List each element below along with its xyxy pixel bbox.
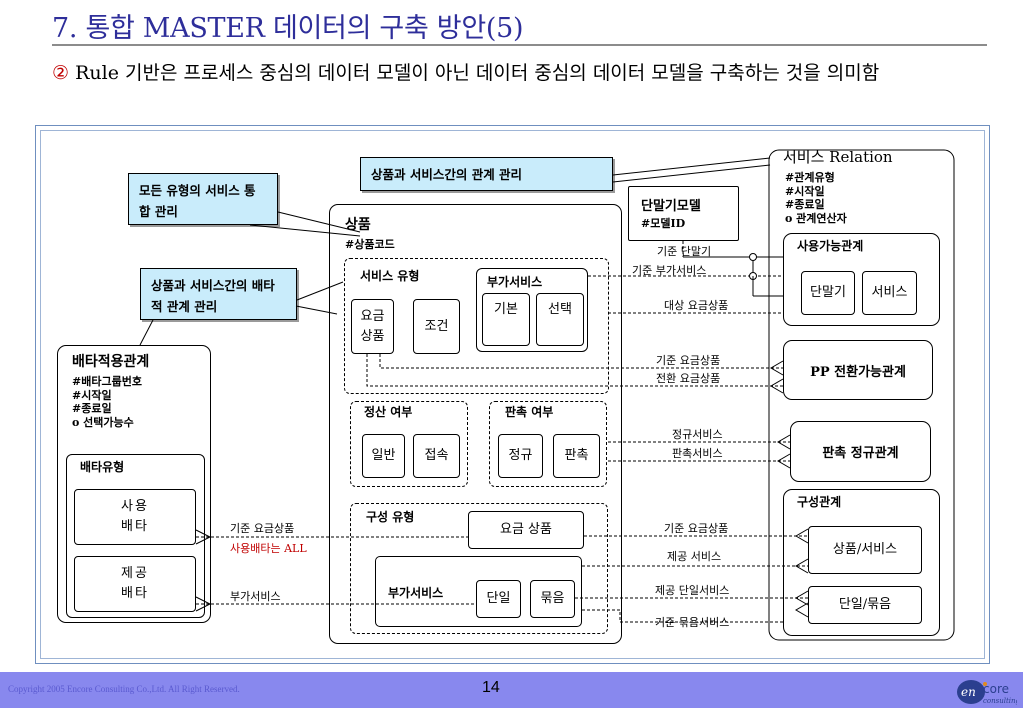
svg-text:consulting: consulting [983, 697, 1017, 705]
promotion-regular-box: 정규 [498, 434, 543, 478]
available-service-box: 서비스 [862, 271, 917, 315]
link-base-rate-comp: 기준 요금상품 [664, 522, 729, 535]
page-number: 14 [482, 679, 500, 696]
product-attr: #상품코드 [345, 238, 395, 251]
condition-box: 조건 [413, 299, 460, 354]
single-bundle-box: 단일/묶음 [808, 586, 922, 624]
promotion-title: 판촉 여부 [505, 405, 554, 419]
product-service-box: 상품/서비스 [808, 526, 922, 574]
composition-bundle-box: 묶음 [530, 580, 575, 618]
link-promo-service: 판촉서비스 [672, 447, 723, 460]
composition-rate-product-box: 요금 상품 [468, 511, 584, 549]
service-type-group [344, 258, 609, 394]
addon-select-box: 선택 [536, 293, 584, 346]
link-base-rate-pp: 기준 요금상품 [656, 354, 721, 367]
slide-title: 7. 통합 MASTER 데이터의 구축 방안(5) [52, 13, 524, 44]
link-provide-service: 제공 서비스 [667, 550, 722, 563]
rate-product-box: 요금 상품 [351, 299, 394, 354]
title-divider [52, 44, 987, 46]
available-terminal-box: 단말기 [801, 271, 855, 315]
callout-service-integration: 모든 유형의 서비스 통합 관리 [128, 173, 278, 225]
link-regular-service: 정규서비스 [672, 428, 723, 441]
subtitle-text: Rule 기반은 프로세스 중심의 데이터 모델이 아닌 데이터 중심의 데이터… [69, 62, 880, 84]
diagram-inner-frame [40, 130, 985, 659]
settlement-access-box: 접속 [413, 434, 460, 478]
exclusive-relation-title: 배타적용관계 [72, 354, 150, 370]
terminal-model-entity: 단말기모델 #모델ID [628, 186, 739, 241]
addon-basic-box: 기본 [482, 293, 530, 346]
provide-exclusive-box: 제공 배타 [74, 556, 196, 612]
settlement-title: 정산 여부 [364, 405, 413, 419]
terminal-model-title: 단말기모델 [641, 198, 701, 214]
exclusive-relation-attrs: #배타그룹번호 #시작일 #종료일 o 선택가능수 [72, 375, 142, 429]
circled-two-marker: ② [52, 62, 70, 84]
composition-addon-title: 부가서비스 [388, 586, 444, 600]
link-excl-addon: 부가서비스 [230, 590, 281, 603]
pp-switch-relation-entity: PP 전환가능관계 [783, 340, 933, 400]
service-relation-title: 서비스 Relation [783, 148, 893, 166]
promotion-group [489, 401, 607, 487]
terminal-model-attr: #모델ID [641, 216, 686, 230]
composition-title: 구성 유형 [366, 510, 415, 524]
composition-group [350, 503, 608, 634]
callout-exclusive-relation: 상품과 서비스간의 배타적 관계 관리 [140, 268, 297, 320]
link-excl-base-rate: 기준 요금상품 [230, 522, 295, 535]
link-base-addon: 기준 부가서비스 [632, 264, 707, 277]
link-switch-rate: 전환 요금상품 [656, 372, 721, 385]
promo-regular-relation-entity: 판촉 정규관계 [790, 421, 931, 482]
svg-text:en: en [961, 685, 976, 699]
link-provide-single: 제공 단일서비스 [655, 584, 730, 597]
link-base-terminal: 기준 단말기 [657, 245, 712, 258]
settlement-general-box: 일반 [362, 434, 405, 478]
link-target-rate: 대상 요금상품 [664, 299, 729, 312]
addon-service-title: 부가서비스 [487, 275, 543, 289]
exclusive-type-title: 배타유형 [80, 460, 125, 474]
footer-bar [0, 672, 1023, 708]
encore-logo: en core consulting [955, 676, 1021, 708]
settlement-group [350, 401, 468, 487]
promotion-promo-box: 판촉 [553, 434, 600, 478]
service-relation-attrs: #관계유형 #시작일 #종료일 o 관계연산자 [785, 171, 847, 225]
available-relation-title: 사용가능관계 [797, 239, 864, 253]
callout-product-service-relation: 상품과 서비스간의 관계 관리 [360, 157, 613, 191]
link-base-bundle: 기준 묶음서비스 [655, 616, 730, 629]
product-title: 상품 [345, 217, 371, 233]
svg-text:core: core [983, 682, 1009, 696]
composition-single-box: 단일 [476, 580, 521, 618]
service-type-title: 서비스 유형 [360, 269, 420, 283]
copyright-text: Copyright 2005 Encore Consulting Co.,Ltd… [8, 684, 240, 694]
use-exclusive-box: 사용 배타 [74, 489, 196, 545]
composition-relation-title: 구성관계 [797, 495, 842, 509]
slide-subtitle: ② Rule 기반은 프로세스 중심의 데이터 모델이 아닌 데이터 중심의 데… [52, 60, 982, 87]
link-excl-all-note: 사용배타는 ALL [230, 542, 307, 555]
